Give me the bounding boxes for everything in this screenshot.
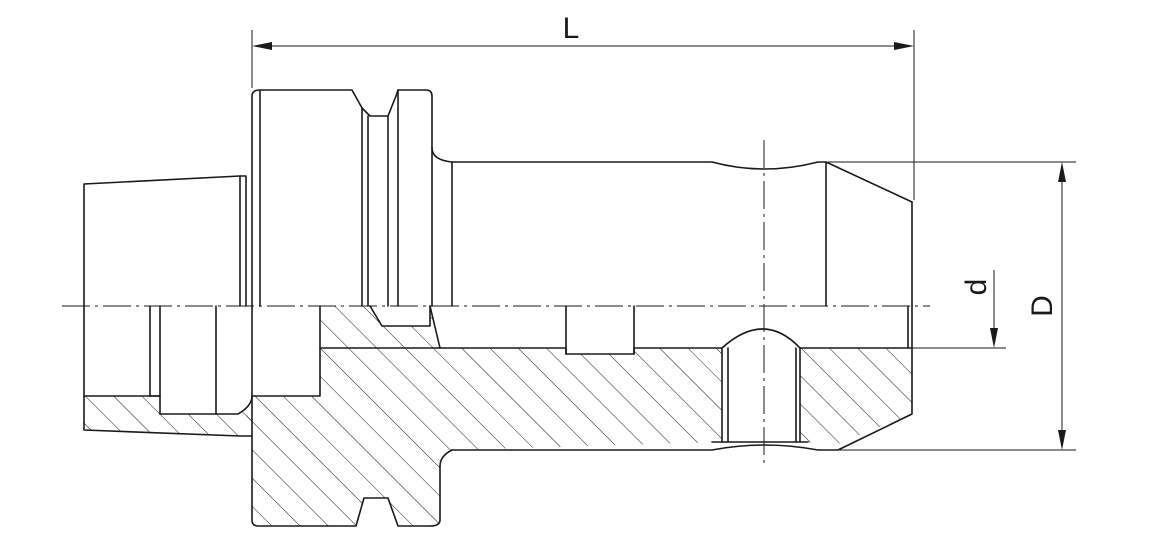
dimension-outer-diameter: D <box>828 161 1076 451</box>
section-hatch <box>84 306 912 526</box>
dimension-length: L <box>251 12 915 200</box>
length-label: L <box>563 12 580 45</box>
bore-diameter-label: d <box>960 279 993 296</box>
outer-diameter-label: D <box>1026 295 1059 317</box>
center-lines <box>62 140 930 465</box>
lower-outline <box>83 305 913 527</box>
dimension-bore-diameter: d <box>912 270 1006 349</box>
upper-outline <box>83 89 913 307</box>
